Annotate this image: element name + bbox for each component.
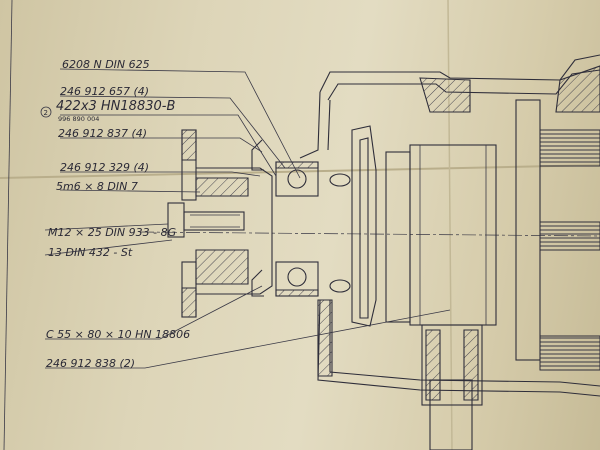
paper-fold-vertical [447, 0, 453, 450]
bearing-upper [275, 161, 319, 197]
label-seal: C 55 × 80 × 10 HN 18806 [46, 328, 190, 341]
label-washer: 13 DIN 432 - St [48, 246, 133, 259]
callout-circle [40, 106, 52, 118]
label-part-837: 246 912 837 (4) [58, 127, 147, 140]
centerline [139, 231, 600, 237]
label-bearing: 6208 N DIN 625 [62, 58, 150, 71]
label-oring: 422x3 HN18830-B [56, 99, 175, 114]
seal-lower [251, 269, 264, 297]
housing [299, 54, 600, 397]
main-shaft [385, 144, 497, 326]
brake-drum [329, 125, 377, 327]
callout-number: 2 [44, 109, 48, 117]
label-sub-code: 996 890 004 [58, 115, 99, 123]
bearing-lower [275, 261, 319, 297]
lower-shaft [421, 324, 483, 450]
bolt [167, 202, 245, 238]
label-part-838: 246 912 838 (2) [46, 357, 135, 370]
seal-upper [251, 139, 264, 171]
leader-lines [44, 68, 451, 369]
paper-fold-horizontal [0, 164, 600, 179]
hub-flange [181, 129, 273, 318]
label-pin: 5m6 × 8 DIN 7 [56, 180, 138, 193]
label-bolt: M12 × 25 DIN 933 - 8G [48, 226, 176, 239]
frame-border-left [3, 0, 13, 450]
label-part-657: 246 912 657 (4) [60, 85, 149, 98]
disc-stack [515, 99, 600, 371]
label-part-329: 246 912 329 (4) [60, 161, 149, 174]
